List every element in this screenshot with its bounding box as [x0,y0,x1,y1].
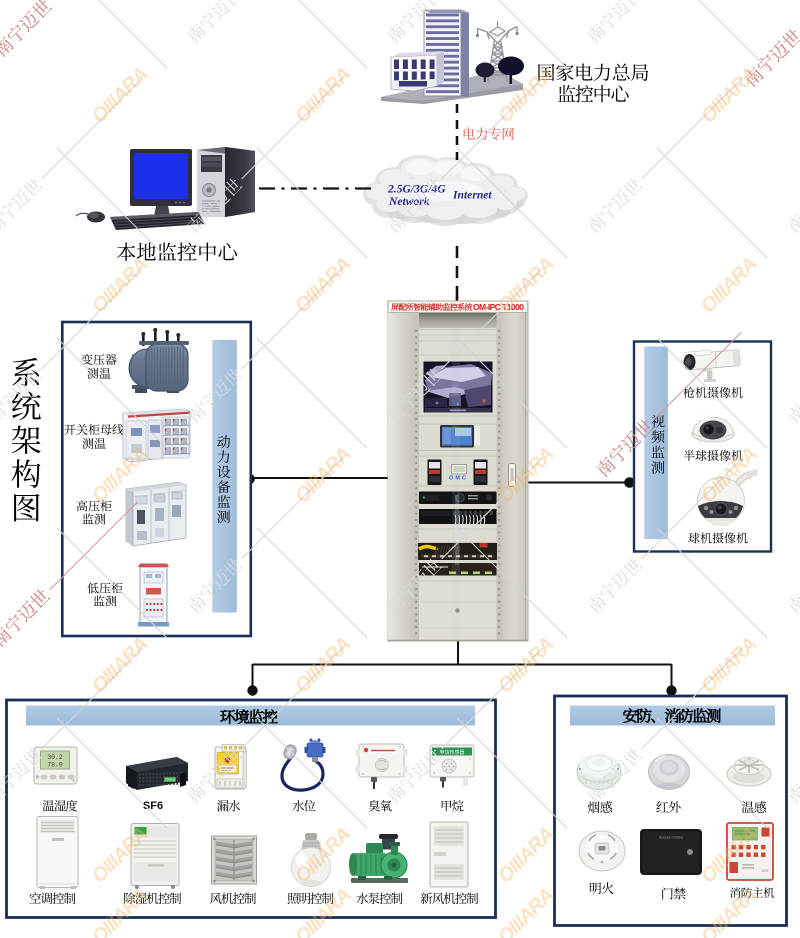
svg-text:OIIIARA: OIIIARA [291,253,355,317]
svg-text:78.0: 78.0 [47,762,63,769]
svg-text:OIIIARA: OIIIARA [697,63,761,127]
svg-text:OM-IPC T1000: OM-IPC T1000 [473,302,524,312]
svg-text:SF6: SF6 [143,800,163,812]
svg-text:OIIIARA: OIIIARA [88,63,152,127]
svg-text:30.2: 30.2 [47,754,63,761]
svg-text:OIIIARA: OIIIARA [494,823,558,887]
svg-text:GST: GST [762,869,770,873]
svg-text:OMC: OMC [449,476,466,482]
svg-text:OIIIARA: OIIIARA [88,633,152,697]
svg-text:甲烷传感器: 甲烷传感器 [439,749,464,756]
svg-text:OIIIARA: OIIIARA [697,633,761,697]
svg-text:Access Control: Access Control [659,836,683,840]
svg-text:OIIIARA: OIIIARA [697,253,761,317]
svg-text:2.5G/3G/4G: 2.5G/3G/4G [387,183,446,196]
svg-text:OIIIARA: OIIIARA [291,63,355,127]
svg-text:OIIIARA: OIIIARA [291,633,355,697]
svg-text:Network: Network [388,195,430,208]
svg-text:OIIIARA: OIIIARA [494,884,558,938]
svg-text:OIIIARA: OIIIARA [88,253,152,317]
svg-text:Internet: Internet [452,189,492,202]
svg-text:OIIIARA: OIIIARA [494,633,558,697]
svg-text:OIIIARA: OIIIARA [291,443,355,507]
